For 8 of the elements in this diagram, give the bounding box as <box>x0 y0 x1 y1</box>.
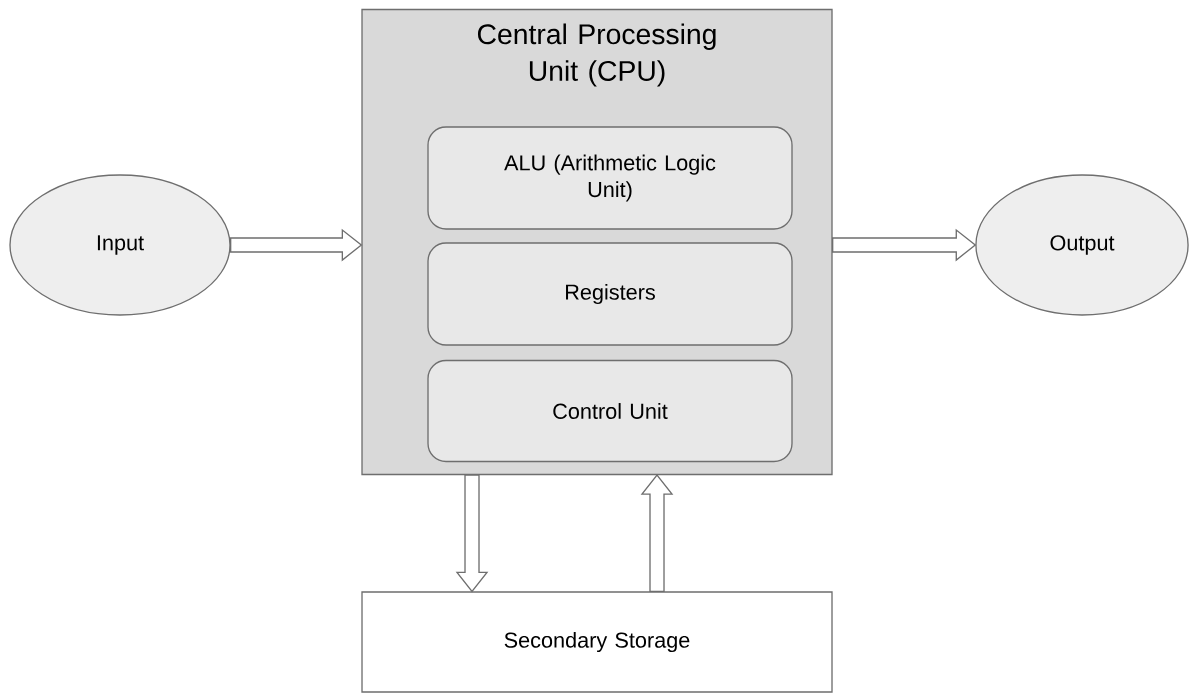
control-unit-box: Control Unit <box>427 359 793 463</box>
alu-box: ALU (Arithmetic Logic Unit) <box>427 126 793 230</box>
storage-box: Secondary Storage <box>361 591 833 693</box>
registers-box: Registers <box>427 242 793 346</box>
block-arrow <box>455 474 489 593</box>
block-arrow <box>230 228 363 262</box>
block-arrow <box>832 228 977 262</box>
block-arrow <box>640 474 674 592</box>
